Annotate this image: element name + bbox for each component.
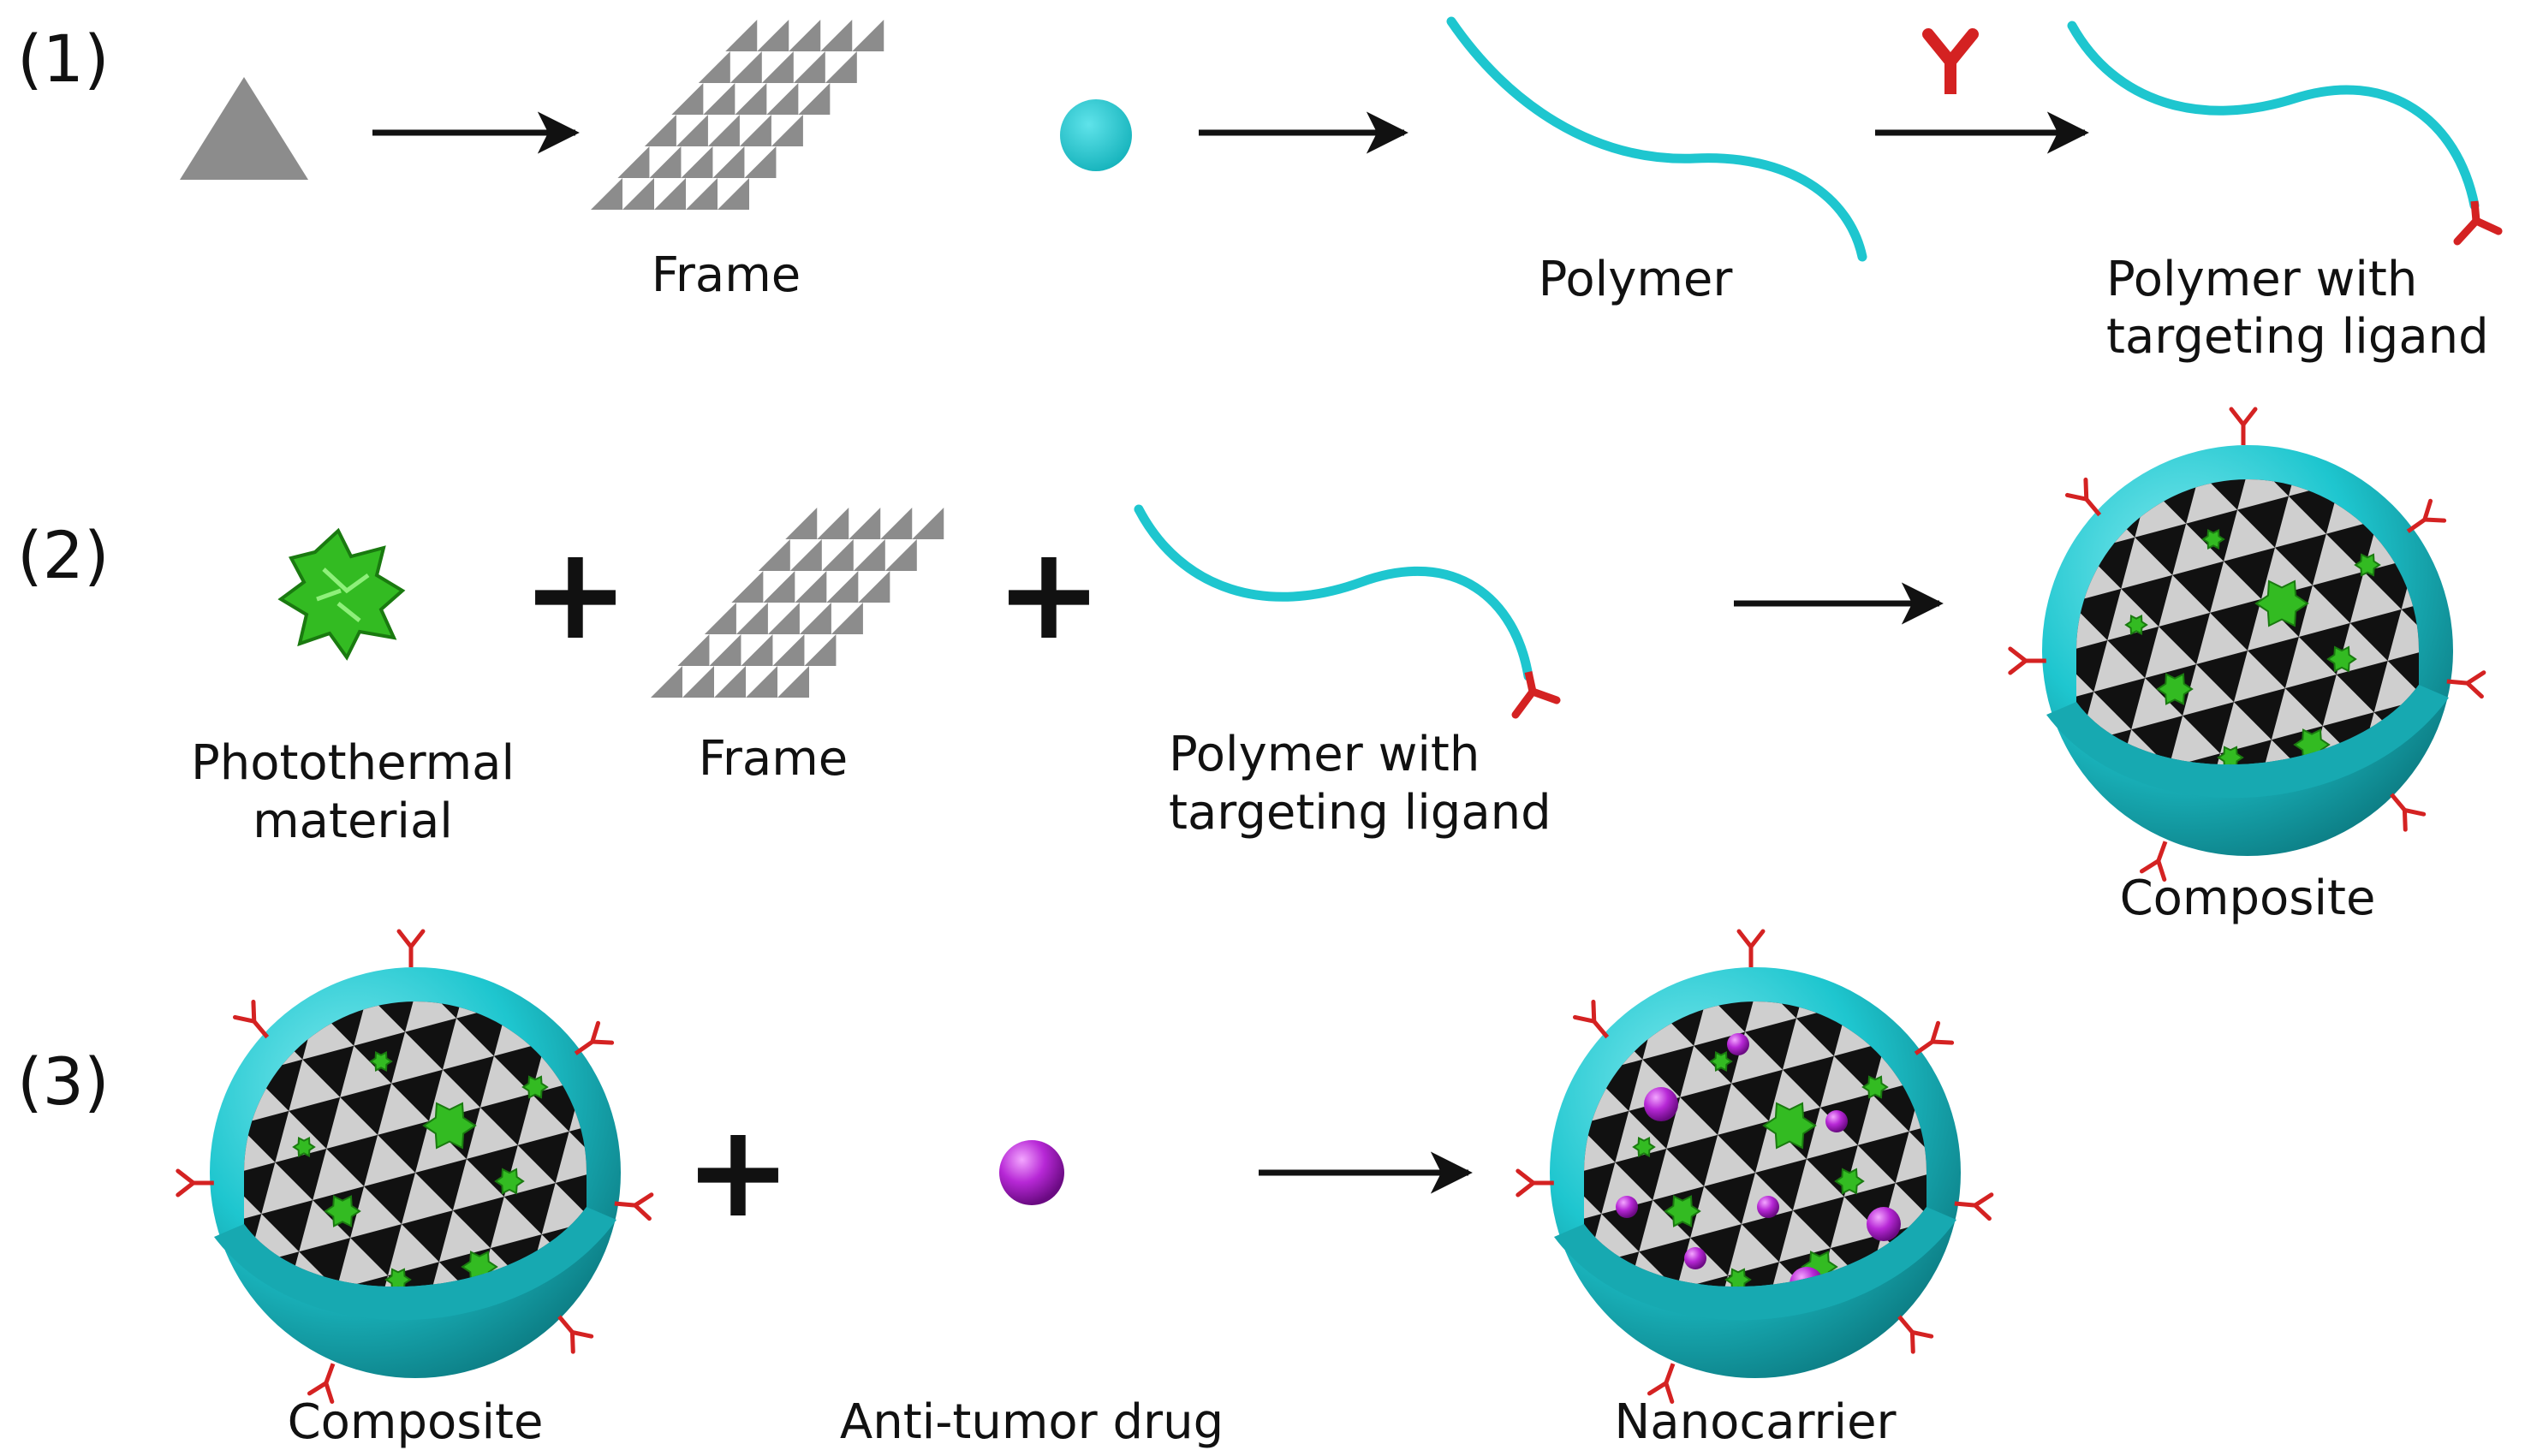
polymer-with-ligand-icon-2 [1134, 504, 1533, 681]
photothermal-label-a: Photothermal [191, 735, 515, 791]
step-label-1: (1) [17, 21, 110, 97]
monomer-triangle-icon [180, 77, 308, 180]
monomer-circle-icon [1060, 99, 1132, 171]
drug-label: Anti-tumor drug [840, 1394, 1224, 1450]
nanocarrier-label: Nanocarrier [1614, 1394, 1897, 1450]
nanocarrier-sphere [1516, 929, 1994, 1404]
step-label-3: (3) [17, 1043, 110, 1120]
ligand-on-polymer-icon-2 [1511, 671, 1561, 719]
composite-sphere-2 [176, 929, 654, 1404]
composite-label-2: Composite [288, 1394, 544, 1450]
plus-sign-3: + [684, 1097, 792, 1246]
anti-tumor-drug-icon [999, 1140, 1064, 1205]
polymer-with-ligand-icon-1 [2067, 21, 2480, 211]
composite-sphere-1 [2008, 407, 2486, 882]
ligand-icon [1922, 28, 1979, 94]
polymer-ligand-label-1a: Polymer with [2106, 252, 2417, 307]
plus-sign-1: + [521, 520, 629, 669]
polymer-label: Polymer [1539, 252, 1734, 307]
frame-label-2: Frame [699, 731, 848, 787]
polymer-ligand-label-2b: targeting ligand [1169, 785, 1551, 841]
plus-sign-2: + [995, 520, 1103, 669]
ligand-on-polymer-icon-1 [2453, 200, 2503, 246]
step-label-2: (2) [17, 517, 110, 593]
photothermal-material-icon [277, 527, 406, 661]
photothermal-label-b: material [253, 793, 453, 849]
composite-label-1: Composite [2120, 871, 2376, 926]
polymer-ligand-label-2a: Polymer with [1169, 727, 1480, 782]
polymer-chain-icon [1446, 16, 1867, 262]
frame-grid-1 [591, 20, 884, 210]
frame-label-1: Frame [652, 247, 801, 303]
polymer-ligand-label-1b: targeting ligand [2106, 309, 2489, 365]
frame-grid-2 [651, 508, 944, 698]
